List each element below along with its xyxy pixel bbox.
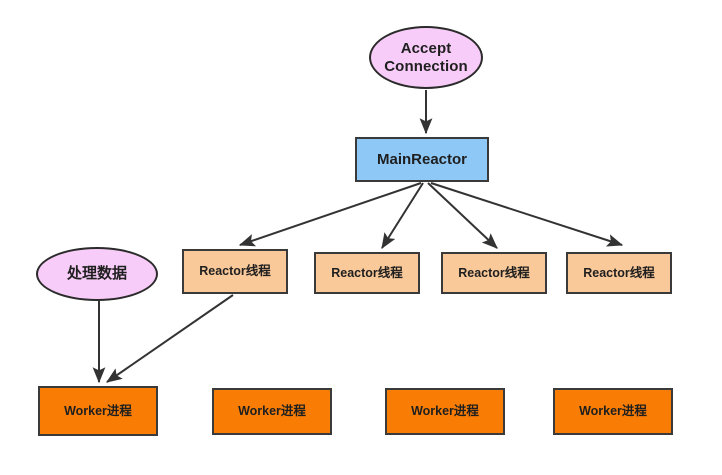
- node-main-reactor[interactable]: MainReactor: [355, 137, 489, 182]
- node-label-reactor-thread-4: Reactor线程: [583, 265, 655, 280]
- node-worker-process-1[interactable]: Worker进程: [38, 386, 158, 436]
- node-process-data[interactable]: 处理数据: [36, 247, 158, 301]
- node-label-main-reactor: MainReactor: [376, 150, 468, 168]
- node-label-reactor-thread-3: Reactor线程: [458, 265, 530, 280]
- node-accept-connection[interactable]: Accept Connection: [369, 26, 483, 89]
- node-reactor-thread-4[interactable]: Reactor线程: [566, 252, 672, 294]
- edge-mainreactor-to-reactor-3: [427, 182, 498, 249]
- node-label-worker-process-4: Worker进程: [579, 404, 647, 419]
- node-label-reactor-thread-2: Reactor线程: [331, 265, 403, 280]
- node-label-worker-process-1: Worker进程: [64, 403, 132, 418]
- node-label-worker-process-3: Worker进程: [411, 404, 479, 419]
- edge-mainreactor-to-reactor-4: [430, 182, 624, 247]
- node-label-reactor-thread-1: Reactor线程: [199, 264, 271, 279]
- node-worker-process-4[interactable]: Worker进程: [553, 388, 673, 435]
- node-label-accept-connection: Accept Connection: [384, 39, 468, 75]
- node-worker-process-3[interactable]: Worker进程: [385, 388, 505, 435]
- edge-mainreactor-to-reactor-1: [238, 182, 422, 247]
- node-reactor-thread-2[interactable]: Reactor线程: [314, 252, 420, 294]
- node-label-worker-process-2: Worker进程: [238, 404, 306, 419]
- node-worker-process-2[interactable]: Worker进程: [212, 388, 332, 435]
- edge-reactor-1-to-worker-1: [106, 294, 234, 383]
- node-reactor-thread-1[interactable]: Reactor线程: [182, 249, 288, 294]
- edge-mainreactor-to-reactor-2: [381, 182, 424, 250]
- node-reactor-thread-3[interactable]: Reactor线程: [441, 252, 547, 294]
- node-label-process-data: 处理数据: [66, 265, 127, 283]
